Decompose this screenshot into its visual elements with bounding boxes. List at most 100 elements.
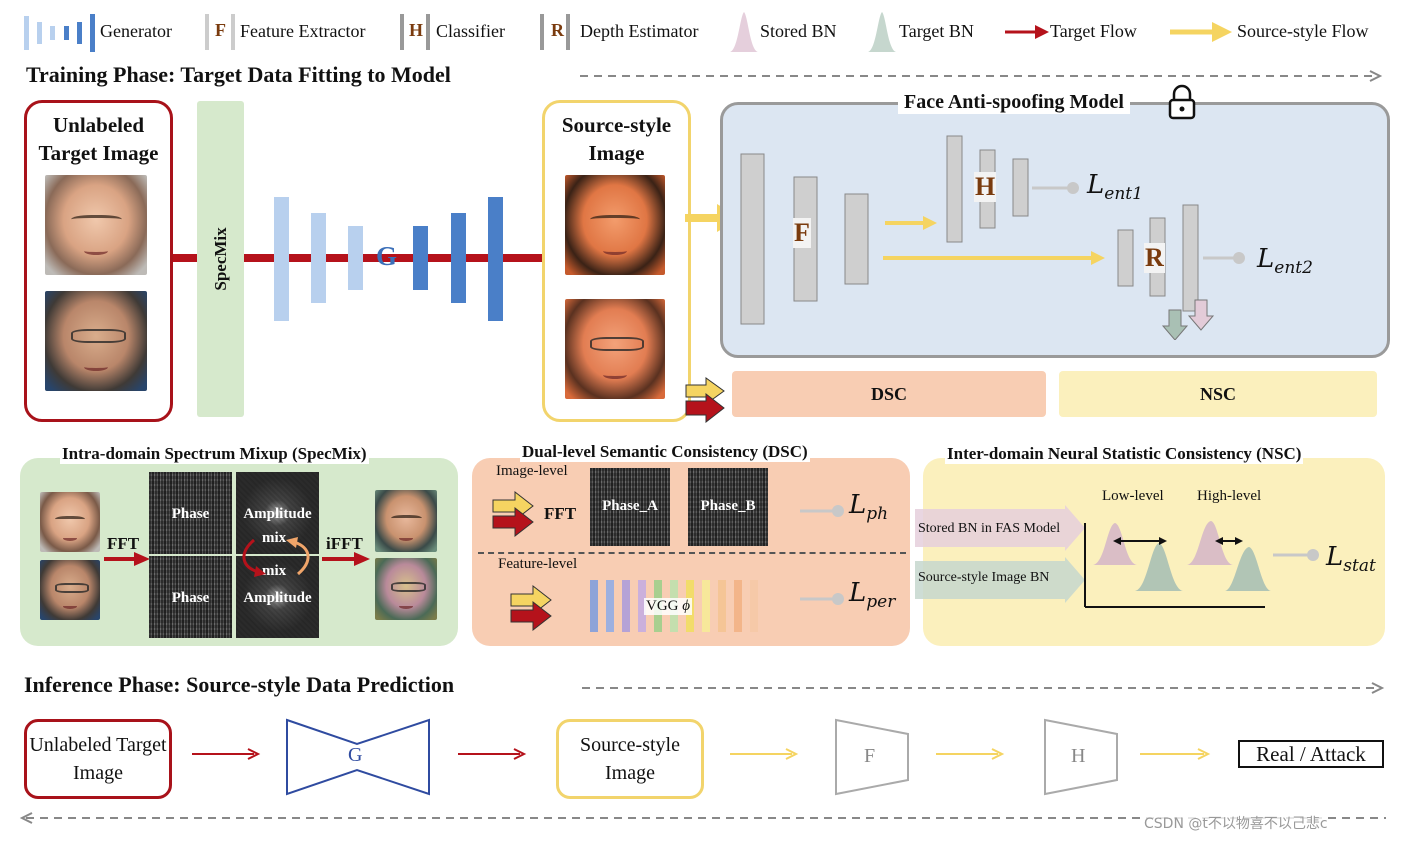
vgg-layer xyxy=(734,580,742,632)
phase-spectrum-2: Phase xyxy=(149,556,232,638)
fas-h-letter: H xyxy=(974,172,997,202)
legend-feature-extractor-label: Feature Extractor xyxy=(240,21,366,41)
legend-stored-bn-label: Stored BN xyxy=(760,21,837,41)
legend-target-bn-label: Target BN xyxy=(899,21,974,41)
inference-arrow-2 xyxy=(458,748,527,760)
loss-ent1: Lent1 xyxy=(1087,170,1143,205)
feature-extractor-icon xyxy=(205,14,235,50)
source-style-box: Source-style Image xyxy=(542,100,691,422)
depth-estimator-icon xyxy=(540,14,570,50)
unlabeled-target-title: Unlabeled Target Image xyxy=(38,113,159,165)
dsc-fft-label: FFT xyxy=(544,504,577,523)
specmix-ifft-label: iFFT xyxy=(326,534,363,553)
legend: Generator F Feature Extractor H Classifi… xyxy=(0,0,1407,60)
inference-arrow-4 xyxy=(936,748,1005,760)
inference-source-style-label: Source-style Image xyxy=(580,734,680,784)
unlabeled-target-box: Unlabeled Target Image xyxy=(24,100,173,422)
mix-label-1: mix xyxy=(262,530,287,546)
inference-phase-title: Inference Phase: Source-style Data Predi… xyxy=(24,672,455,697)
generator-network xyxy=(274,197,503,321)
loss-ph: Lph xyxy=(849,490,889,525)
inference-unlabeled-target-box: Unlabeled Target Image xyxy=(24,719,172,799)
dsc-input-arrows xyxy=(685,377,725,423)
target-flow-arrow-icon xyxy=(1005,25,1049,39)
specmix-ifft-arrow xyxy=(322,552,370,566)
inference-arrow-5 xyxy=(1140,748,1211,760)
target-face-image-1 xyxy=(45,175,147,275)
inference-arrow-1 xyxy=(192,748,261,760)
fas-model-title: Face Anti-spoofing Model xyxy=(898,91,1130,114)
legend-classifier-label: Classifier xyxy=(436,21,505,41)
stored-bn-icon xyxy=(730,12,758,52)
dsc-panel-title: Dual-level Semantic Consistency (DSC) xyxy=(520,442,810,462)
classifier-layer-3 xyxy=(1012,158,1029,217)
phase-b-image: Phase_B xyxy=(688,468,768,546)
vgg-layer xyxy=(718,580,726,632)
specmix-label: SpecMix xyxy=(210,227,230,291)
legend-classifier-letter: H xyxy=(409,20,424,40)
feature-layer-3 xyxy=(844,193,869,285)
specmix-output-face-2 xyxy=(375,558,437,620)
low-level-label: Low-level xyxy=(1102,488,1164,504)
inference-h-shape xyxy=(1044,718,1118,796)
source-style-title: Source-style Image xyxy=(561,113,672,165)
vgg-layer xyxy=(622,580,630,632)
inference-source-style-box: Source-style Image xyxy=(556,719,704,799)
fas-network xyxy=(740,135,1245,340)
legend-depth-estimator-label: Depth Estimator xyxy=(580,21,699,41)
lock-icon xyxy=(1168,84,1196,120)
target-face-image-2 xyxy=(45,291,147,391)
phase-spectrum-1: Phase xyxy=(149,472,232,554)
loss-per: Lper xyxy=(849,578,896,613)
specmix-output-face-1 xyxy=(375,490,437,552)
inference-generator-shape xyxy=(286,718,430,796)
inference-g-label: G xyxy=(348,744,363,766)
loss-stat: Lstat xyxy=(1326,542,1376,577)
legend-generator-label: Generator xyxy=(100,21,172,41)
dsc-bar: DSC xyxy=(732,371,1046,417)
mix-label-2: mix xyxy=(262,563,287,579)
classifier-layer-1 xyxy=(946,135,963,243)
loss-ent2: Lent2 xyxy=(1257,244,1313,279)
feature-level-input-arrows xyxy=(510,584,552,632)
legend-feature-letter: F xyxy=(215,20,226,40)
legend-target-flow-label: Target Flow xyxy=(1050,21,1137,41)
depth-layer-1 xyxy=(1117,229,1134,287)
dsc-divider xyxy=(478,552,906,554)
source-style-bn-label: Source-style Image BN xyxy=(918,570,1050,585)
specmix-fft-label: FFT xyxy=(107,534,140,553)
specmix-block: SpecMix xyxy=(197,101,244,417)
generator-encoder-layer-2 xyxy=(311,213,326,303)
classifier-icon xyxy=(400,14,430,50)
bottom-dashed-arrow xyxy=(19,812,1386,824)
specmix-input-face-2 xyxy=(40,560,100,620)
legend-depth-letter: R xyxy=(551,20,564,40)
generator-icon xyxy=(24,14,95,52)
generator-decoder-layer-1 xyxy=(413,226,428,290)
source-flow-arrow-icon xyxy=(1170,22,1232,42)
nsc-bar: NSC xyxy=(1059,371,1377,417)
stored-bn-down-arrow xyxy=(1187,299,1215,331)
loss-ph-connector xyxy=(800,505,844,517)
loss-per-connector xyxy=(800,593,844,605)
feature-level-label: Feature-level xyxy=(498,556,578,572)
vgg-layer xyxy=(606,580,614,632)
image-level-input-arrows xyxy=(492,490,534,538)
inference-h-label: H xyxy=(1071,745,1086,767)
generator-encoder-layer-3 xyxy=(348,226,363,290)
mix-swap-arrows xyxy=(242,537,310,577)
vgg-layer xyxy=(638,580,646,632)
fas-r-letter: R xyxy=(1144,243,1165,273)
image-level-label: Image-level xyxy=(496,463,568,479)
vgg-layer xyxy=(590,580,598,632)
vgg-layer xyxy=(750,580,758,632)
inference-arrow-3 xyxy=(730,748,799,760)
high-level-label: High-level xyxy=(1197,488,1262,504)
source-style-face-1 xyxy=(565,175,665,275)
amplitude-spectrum-1: Amplitude xyxy=(236,472,319,554)
feature-layer-1 xyxy=(740,153,765,325)
fas-f-letter: F xyxy=(793,218,811,248)
generator-encoder-layer-1 xyxy=(274,197,289,321)
inference-output-box: Real / Attack xyxy=(1238,740,1384,768)
specmix-fft-arrow xyxy=(104,552,150,566)
